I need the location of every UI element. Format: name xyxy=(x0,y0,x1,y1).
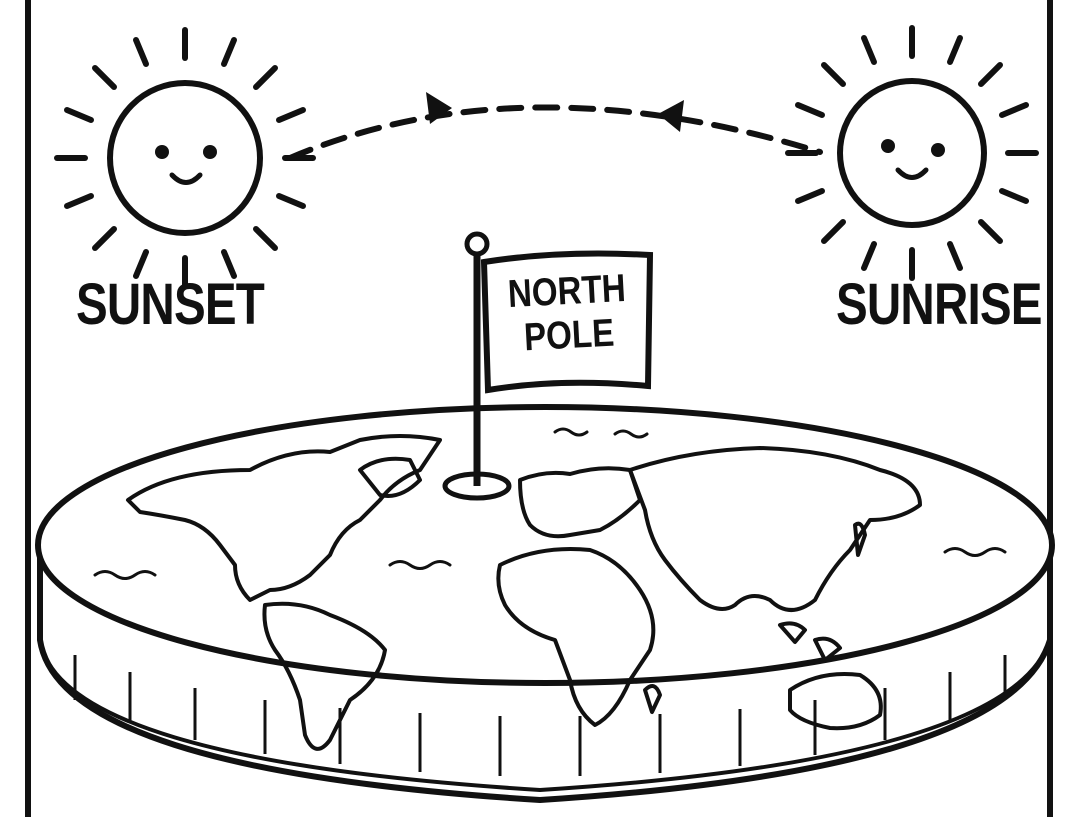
flag-label-line1: NORTH xyxy=(498,267,636,318)
sun-sunrise-icon xyxy=(788,28,1036,278)
arrow-icon xyxy=(290,92,820,158)
earth-disc xyxy=(38,407,1052,800)
flag-label-line2: POLE xyxy=(500,310,638,361)
flag-label: NORTH POLE xyxy=(498,267,638,362)
sunset-label: SUNSET xyxy=(76,276,264,334)
sunrise-label: SUNRISE xyxy=(836,276,1042,334)
sun-sunset-icon xyxy=(57,30,313,286)
